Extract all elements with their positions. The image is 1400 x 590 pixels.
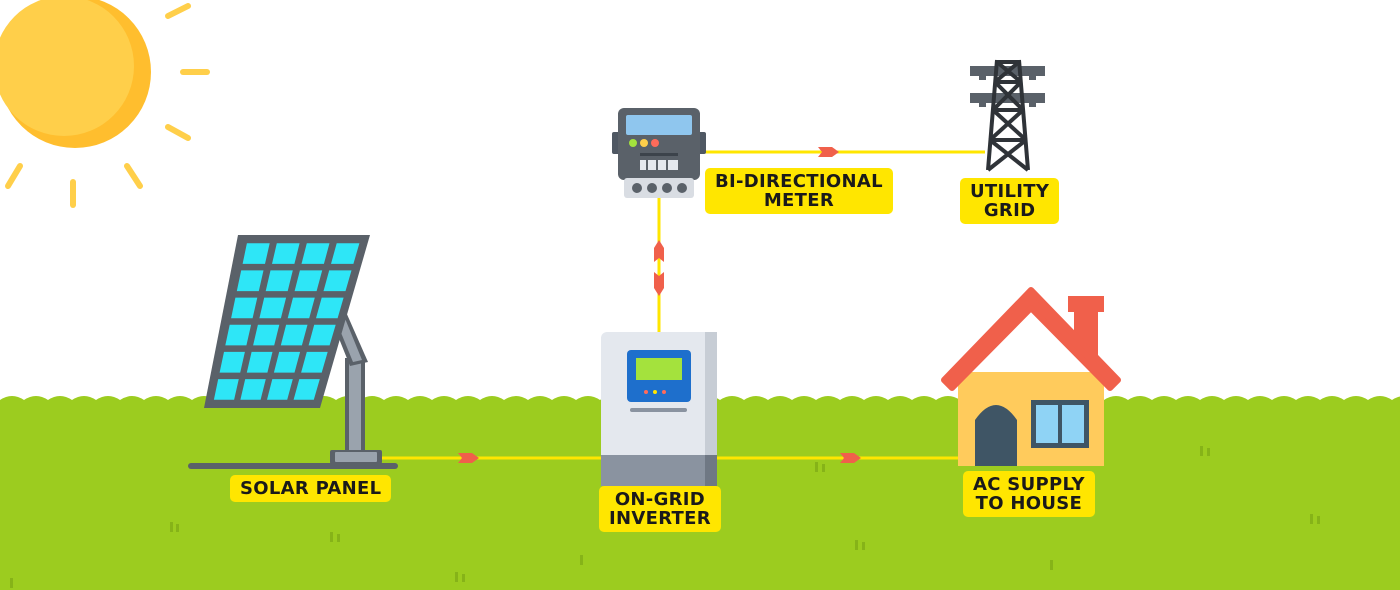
label-line: ON-GRID [614, 489, 706, 510]
solar-cell [259, 297, 287, 319]
label-on-grid-inverter: ON-GRID INVERTER [599, 486, 721, 532]
solar-cell [273, 351, 301, 373]
solar-cell [301, 243, 330, 264]
solar-cell [231, 297, 258, 319]
solar-cell [323, 270, 352, 292]
transmission-tower-icon [970, 59, 1045, 172]
solar-cell [236, 270, 264, 292]
label-utility-grid: UTILITY GRID [960, 178, 1060, 224]
solar-cell [225, 324, 252, 346]
label-line: SOLAR PANEL [240, 478, 382, 499]
arrow-up-icon [654, 240, 664, 262]
arrow-right-icon [458, 453, 479, 463]
solar-cell [213, 379, 239, 400]
solar-cell [253, 324, 280, 346]
meter-icon [612, 108, 706, 198]
label-line: UTILITY [970, 181, 1050, 202]
label-bi-directional-meter: BI-DIRECTIONAL METER [705, 168, 893, 214]
label-line: INVERTER [609, 508, 711, 529]
label-ac-supply-to-house: AC SUPPLY TO HOUSE [963, 471, 1095, 517]
wires [370, 150, 985, 460]
label-line: TO HOUSE [975, 493, 1083, 514]
sun-icon [0, 0, 210, 208]
solar-cell [219, 351, 245, 373]
label-line: BI-DIRECTIONAL [715, 171, 883, 192]
label-line: GRID [983, 200, 1036, 221]
solar-cell [293, 379, 320, 400]
solar-cell [242, 243, 270, 264]
solar-cell [301, 351, 328, 373]
solar-cell [294, 270, 323, 292]
solar-cell [267, 379, 293, 400]
solar-cell [308, 324, 336, 346]
solar-cell [331, 243, 360, 264]
label-line: METER [763, 190, 834, 211]
flow-arrows [458, 147, 861, 463]
label-line: AC SUPPLY [973, 474, 1085, 495]
arrow-down-icon [654, 272, 664, 296]
solar-cell [287, 297, 315, 319]
label-solar-panel: SOLAR PANEL [230, 475, 392, 502]
solar-panel-icon [188, 235, 398, 469]
solar-cell [265, 270, 293, 292]
house-icon [941, 287, 1121, 466]
solar-cell [280, 324, 308, 346]
solar-cell [316, 297, 344, 319]
inverter-icon [601, 332, 717, 486]
arrow-right-icon [818, 147, 839, 157]
solar-cell [272, 243, 300, 264]
arrow-right-icon [840, 453, 861, 463]
solar-cell [246, 351, 273, 373]
solar-cell [240, 379, 266, 400]
